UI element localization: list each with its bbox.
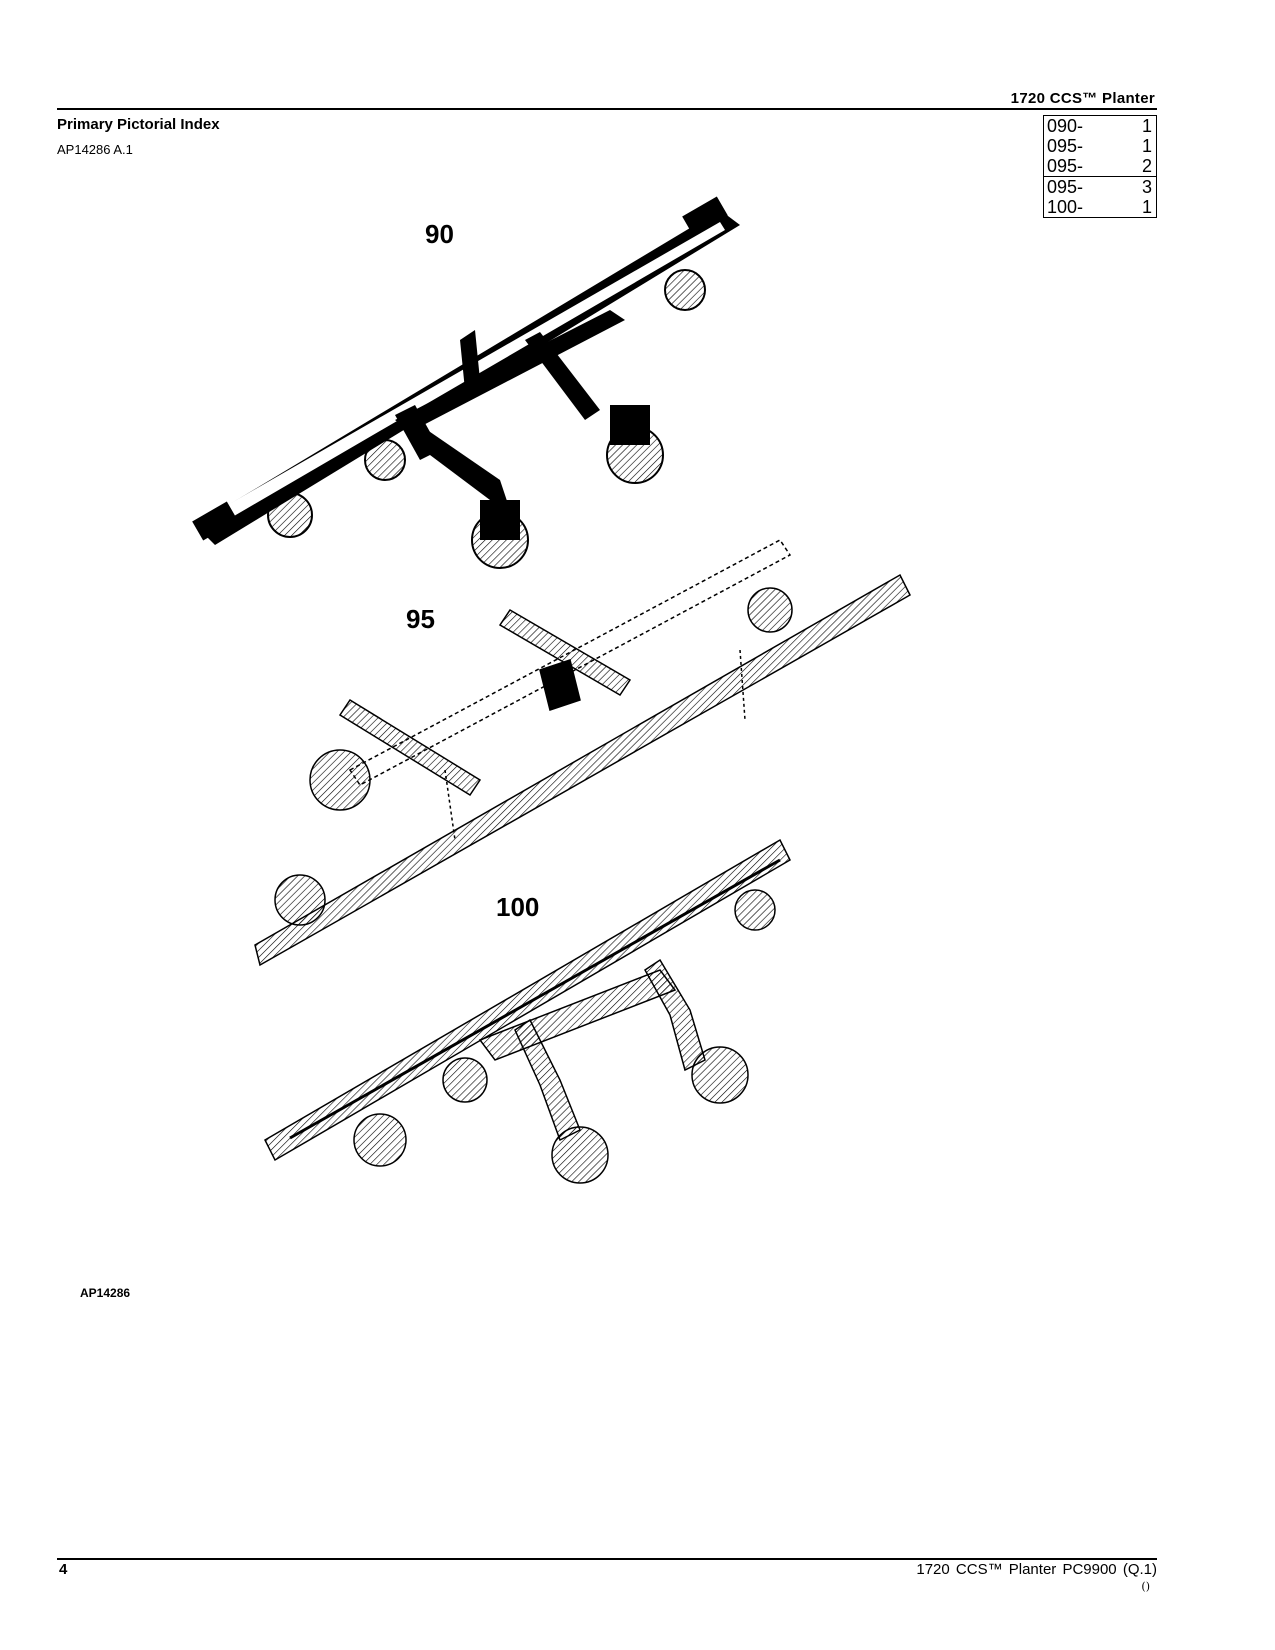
page-index-row[interactable]: 090- 1 [1044, 116, 1156, 136]
footer-mark: () [1141, 1580, 1150, 1593]
group-number: 100- [1047, 197, 1084, 217]
page-index-group: 090- 1 095- 1 095- 2 [1044, 116, 1156, 177]
section-reference: AP14286 A.1 [57, 142, 133, 157]
group-number: 095- [1047, 177, 1084, 197]
page-number: 1 [1141, 116, 1152, 136]
frame-assembly-95[interactable] [254, 539, 911, 967]
group-number: 095- [1047, 136, 1084, 156]
page-number: 1 [1141, 136, 1152, 156]
page-index-row[interactable]: 095- 2 [1044, 156, 1156, 176]
page-number: 2 [1141, 156, 1152, 176]
page-number: 3 [1141, 177, 1152, 197]
document-header-title: 1720 CCS™ Planter [1010, 90, 1155, 107]
section-title: Primary Pictorial Index [57, 116, 220, 133]
page-index-row[interactable]: 095- 3 [1044, 177, 1156, 197]
page-index-table: 090- 1 095- 1 095- 2 095- 3 100- 1 [1043, 115, 1157, 218]
group-number: 095- [1047, 156, 1084, 176]
page-index-group: 095- 3 100- 1 [1044, 177, 1156, 217]
footer-document-id: 1720 CCS™ Planter PC9900 (Q.1) [916, 1561, 1157, 1578]
frame-assembly-90[interactable] [192, 196, 740, 569]
callout-90: 90 [425, 219, 454, 249]
footer-rule [57, 1558, 1157, 1560]
page-number: 1 [1141, 197, 1152, 217]
frame-assembly-100[interactable] [264, 838, 791, 1184]
callout-100: 100 [496, 892, 539, 922]
page-index-row[interactable]: 095- 1 [1044, 136, 1156, 156]
group-number: 090- [1047, 116, 1084, 136]
callout-95: 95 [406, 604, 435, 634]
header-rule [57, 108, 1157, 110]
footer-page-number: 4 [59, 1561, 68, 1578]
planter-exploded-illustration: 90 95 100 [192, 196, 911, 1184]
figure-reference: AP14286 [80, 1286, 131, 1300]
page-index-row[interactable]: 100- 1 [1044, 197, 1156, 217]
